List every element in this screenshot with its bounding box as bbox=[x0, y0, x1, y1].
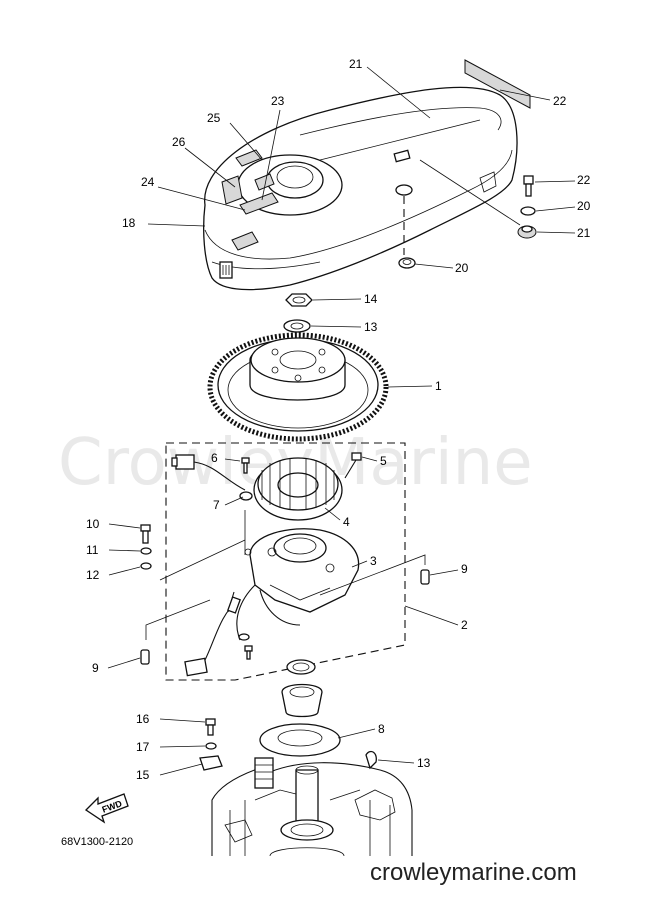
stator-coil bbox=[253, 457, 343, 521]
wire-harness bbox=[184, 584, 301, 677]
bushing-lower bbox=[281, 683, 323, 718]
flywheel-washer bbox=[283, 319, 311, 333]
callout-3: 3 bbox=[370, 554, 377, 568]
callout-12: 12 bbox=[86, 568, 100, 582]
base-washer bbox=[140, 547, 152, 555]
callout-7: 7 bbox=[213, 498, 220, 512]
dowel-pin-left bbox=[140, 649, 150, 665]
callout-25: 23 bbox=[271, 94, 285, 108]
bracket-screw bbox=[205, 718, 216, 736]
callout-10: 10 bbox=[86, 517, 100, 531]
callout-6: 6 bbox=[211, 451, 218, 465]
callout-15: 14 bbox=[364, 292, 378, 306]
callout-5: 5 bbox=[380, 454, 387, 468]
cover-grommet bbox=[517, 225, 537, 239]
callout-20-upper: 20 bbox=[577, 199, 591, 213]
stator-connector bbox=[171, 454, 246, 491]
callout-23: 21 bbox=[349, 57, 363, 71]
pulser-coil-base bbox=[244, 528, 360, 613]
base-bolt bbox=[140, 524, 151, 544]
callout-4: 4 bbox=[343, 515, 350, 529]
lower-grommet bbox=[398, 257, 416, 269]
callout-22: 22 bbox=[577, 173, 591, 187]
dowel-pin-right bbox=[420, 569, 430, 585]
callout-26: 24 bbox=[141, 175, 155, 189]
callout-1: 1 bbox=[435, 379, 442, 393]
forward-arrow-icon: FWD bbox=[84, 793, 129, 824]
flywheel-cover bbox=[203, 86, 518, 291]
callout-18: 17 bbox=[136, 740, 150, 754]
cover-washer bbox=[520, 206, 536, 216]
callout-17: 16 bbox=[136, 712, 150, 726]
callout-11: 11 bbox=[86, 543, 99, 557]
base-lock-washer bbox=[140, 562, 152, 570]
callout-14: 13 bbox=[364, 320, 378, 334]
stator-bolt bbox=[344, 452, 362, 479]
callout-8: 8 bbox=[378, 722, 385, 736]
website-footer: crowleymarine.com bbox=[370, 859, 577, 886]
lead-clamp bbox=[239, 491, 253, 501]
diagram-code: 68V1300-2120 bbox=[61, 836, 133, 848]
flywheel-nut bbox=[285, 293, 313, 307]
bracket-washer bbox=[205, 742, 217, 750]
stator-screw bbox=[241, 457, 250, 474]
callout-27: 25 bbox=[207, 111, 221, 125]
callout-9-right: 9 bbox=[461, 562, 468, 576]
callout-19: 18 bbox=[122, 216, 136, 230]
cover-bolt bbox=[523, 175, 534, 197]
callout-16: 15 bbox=[136, 768, 150, 782]
pulser-assembly-outline bbox=[165, 442, 406, 681]
callout-21: 21 bbox=[577, 226, 591, 240]
callout-20-lower: 20 bbox=[455, 261, 469, 275]
pulley-plate bbox=[259, 723, 341, 757]
woodruff-key bbox=[365, 750, 377, 770]
leader-lines bbox=[107, 66, 576, 776]
bushing-upper bbox=[286, 659, 316, 675]
powerhead-block bbox=[211, 757, 413, 857]
callout-24: 22 bbox=[553, 94, 567, 108]
harness-screw bbox=[244, 645, 253, 660]
callout-28: 26 bbox=[172, 135, 186, 149]
bracket bbox=[199, 755, 223, 771]
callout-13: 13 bbox=[417, 756, 431, 770]
callout-9-left: 9 bbox=[92, 661, 99, 675]
callout-2: 2 bbox=[461, 618, 468, 632]
flywheel-magneto bbox=[207, 332, 389, 442]
